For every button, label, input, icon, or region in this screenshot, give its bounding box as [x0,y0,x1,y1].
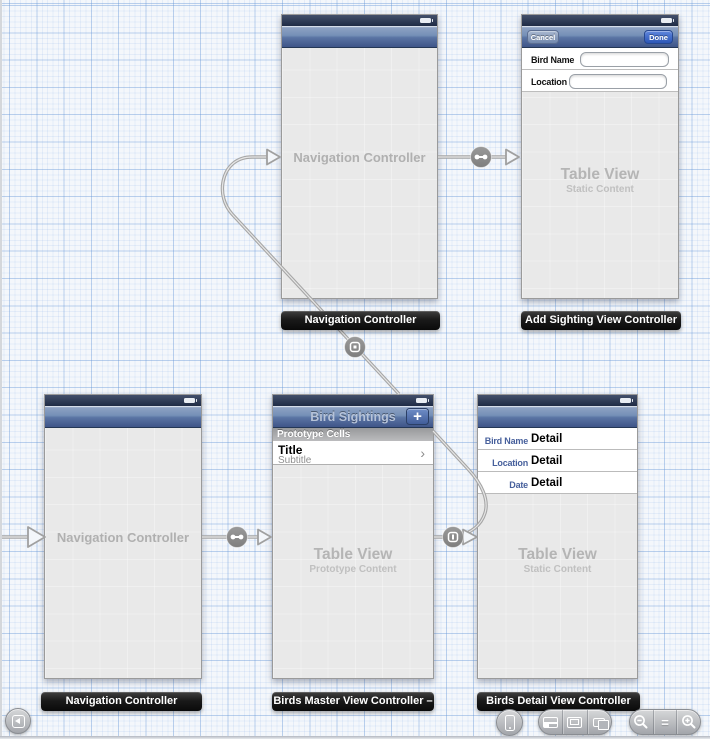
push-segue-badge [442,526,464,548]
add-button[interactable]: + [406,408,429,425]
watermark-title: Table View [560,166,640,183]
segue-relationship-top[interactable] [438,146,520,168]
scene-nav-controller-left[interactable]: Navigation Controller [44,394,202,679]
battery-icon [184,398,197,403]
row-value: Detail [531,433,563,445]
status-bar [282,15,437,26]
zoom-controls-group: = [629,709,701,735]
scene-label-add-sighting[interactable]: Add Sighting View Controller [521,311,681,330]
zoom-in-button[interactable] [676,710,700,734]
segue-push[interactable] [431,429,488,548]
segue-relationship-left[interactable] [202,526,272,548]
status-bar [273,395,433,406]
row-label: Bird Name [484,435,528,446]
magnifier-minus-icon [634,715,648,729]
modal-segue-badge [344,336,366,358]
zoom-fit-button[interactable]: = [652,710,677,734]
nav-bar[interactable] [478,406,637,428]
scene-nav-controller-top[interactable]: Navigation Controller [281,14,438,299]
watermark-subtitle: Prototype Content [309,564,397,575]
detail-row-location[interactable]: Location Detail [478,450,637,472]
bird-name-label: Bird Name [531,54,575,65]
row-value: Detail [531,455,563,467]
nav-bar[interactable]: Cancel Done [522,26,678,48]
relationship-badge [470,146,492,168]
scene-label-master[interactable]: Birds Master View Controller – [272,692,434,711]
cancel-button[interactable]: Cancel [527,30,559,44]
bird-name-field[interactable] [580,51,669,67]
battery-icon [416,398,429,403]
watermark-title: Table View [518,546,597,563]
watermark-text: Navigation Controller [56,530,190,545]
status-bar [478,395,637,406]
detail-row-bird-name[interactable]: Bird Name Detail [478,428,637,450]
cell-title: Title [278,443,303,457]
magnifier-plus-icon [681,715,696,729]
battery-icon [661,18,674,23]
editor-mode-group [538,709,612,735]
nav-bar[interactable]: Bird Sightings [273,406,433,428]
version-editor-icon [593,717,610,730]
watermark-text: Navigation Controller [293,150,426,165]
nav-bar[interactable] [282,26,437,48]
battery-icon [420,18,433,23]
canvas-left-edge [0,0,2,739]
watermark-title: Table View [313,546,393,563]
disclosure-indicator-icon: › [420,445,425,461]
scene-detail[interactable]: Bird Name Detail Location Detail Date De… [477,394,638,679]
standard-editor-icon [543,716,559,728]
relationship-badge [226,526,248,548]
watermark-subtitle: Static Content [523,564,592,575]
location-field[interactable] [569,73,667,89]
zoom-out-button[interactable] [630,710,653,734]
assistant-editor-icon [567,716,583,728]
row-label: Date [509,479,528,490]
status-bar [45,395,201,406]
device-form-factor-button[interactable] [496,709,523,736]
canvas-bottom-edge [0,736,710,739]
scene-label-nav-left[interactable]: Navigation Controller [41,692,202,711]
row-value: Detail [531,477,563,489]
nav-bar[interactable] [45,406,201,428]
watermark-subtitle: Static Content [566,184,634,195]
cell-subtitle: Subtitle [278,455,312,466]
initial-vc-arrow[interactable] [0,526,46,548]
assistant-editor-button[interactable] [562,710,586,734]
scene-add-sighting[interactable]: Cancel Done Bird Name Location Table Vie… [521,14,679,299]
prototype-cell[interactable]: Title Subtitle › [273,441,433,466]
row-label: Location [492,457,528,468]
standard-editor-button[interactable] [539,710,562,734]
form-row-location[interactable]: Location [522,70,678,92]
outline-toggle-button[interactable] [5,708,31,734]
detail-row-date[interactable]: Date Detail [478,472,637,494]
status-bar [522,15,678,26]
done-button[interactable]: Done [644,30,673,44]
form-row-bird-name[interactable]: Bird Name [522,48,678,70]
location-label: Location [531,76,567,87]
scene-label-nav-top[interactable]: Navigation Controller [281,311,440,330]
scene-label-detail[interactable]: Birds Detail View Controller [477,692,640,711]
prototype-cells-header: Prototype Cells [273,428,433,441]
collapse-outline-icon [11,714,25,728]
zoom-fit-icon: = [661,714,669,730]
scene-master[interactable]: Bird Sightings + Prototype Cells Title S… [272,394,434,679]
segue-modal[interactable] [220,148,401,396]
version-editor-button[interactable] [586,710,611,734]
nav-title: Bird Sightings [310,410,396,424]
iphone-icon [504,714,515,731]
battery-icon [620,398,633,403]
